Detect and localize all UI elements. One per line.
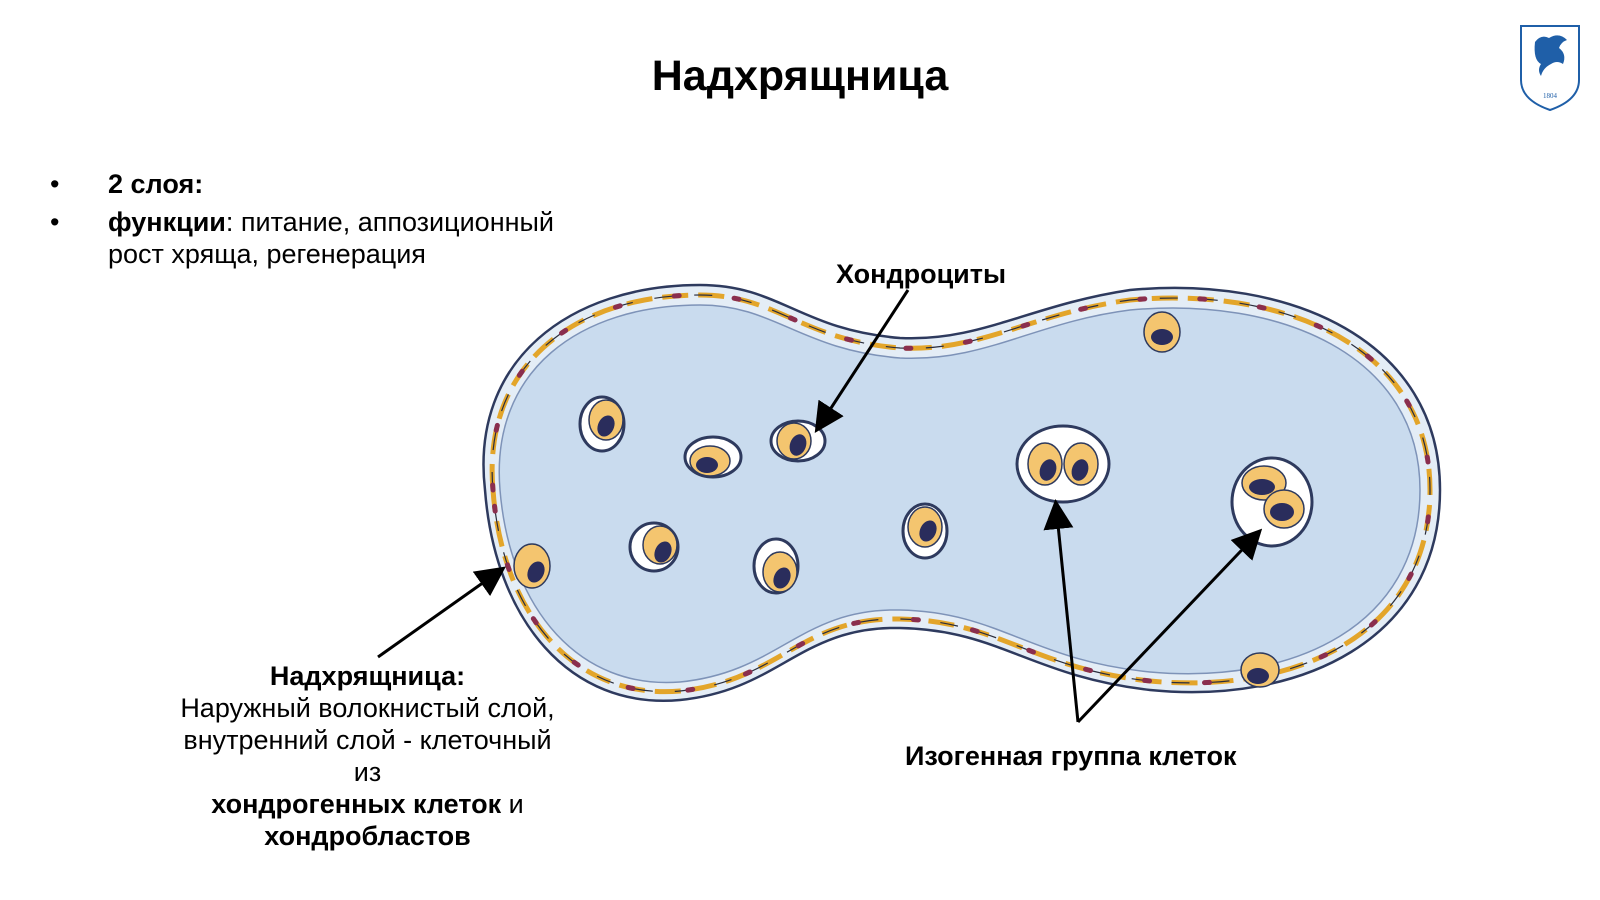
bullet-layers: •2 слоя: (50, 169, 204, 199)
perichondrium-heading: Надхрящница: (269, 661, 466, 691)
chondrocyte (769, 419, 827, 463)
perichondrium-line1: Наружный волокнистый слой, внутренний сл… (180, 693, 555, 787)
perichondrium-conj: и (501, 789, 524, 819)
chondrocyte (752, 537, 800, 595)
label-perichondrium: Надхрящница: Наружный волокнистый слой, … (180, 660, 555, 852)
slide-title: Надхрящница (651, 52, 949, 100)
arrow-isogenic-1 (1043, 499, 1080, 723)
cartilage-matrix (498, 304, 1421, 684)
perichondrium-bold1: хондрогенных клеток (211, 789, 502, 819)
bullet-functions-text: : питание, аппозиционный рост хряща, рег… (108, 207, 555, 269)
isogenic-group (1015, 424, 1111, 504)
chondrocyte (1240, 652, 1280, 688)
arrow-isogenic-2 (1076, 528, 1263, 724)
chondrocyte (1143, 311, 1181, 353)
fibrous-layer-fibers (491, 294, 1431, 693)
arrow-chondrocytes (814, 289, 910, 434)
arrow-perichondrium (377, 566, 506, 659)
chondrocyte (901, 502, 949, 560)
label-isogenic-group: Изогенная группа клеток (905, 741, 1237, 771)
isogenic-group (1230, 456, 1314, 548)
bullet-layers-bold: 2 слоя: (108, 169, 204, 199)
chondrocyte (578, 395, 626, 453)
chondrocyte (683, 435, 743, 479)
label-chondrocytes: Хондроциты (836, 259, 1007, 289)
logo-year: 1804 (1543, 92, 1558, 100)
bullet-functions-bold: функции (108, 207, 226, 237)
chondrocyte (513, 543, 551, 589)
bullet-functions: •функции: питание, аппозиционный рост хр… (50, 207, 555, 269)
griffin-icon (1534, 35, 1567, 76)
perichondrium-bold2: хондробластов (264, 821, 471, 851)
bullet-list: •2 слоя: •функции: питание, аппозиционны… (50, 168, 570, 276)
chondrocyte (628, 521, 680, 573)
university-logo: 1804 (1520, 25, 1580, 112)
